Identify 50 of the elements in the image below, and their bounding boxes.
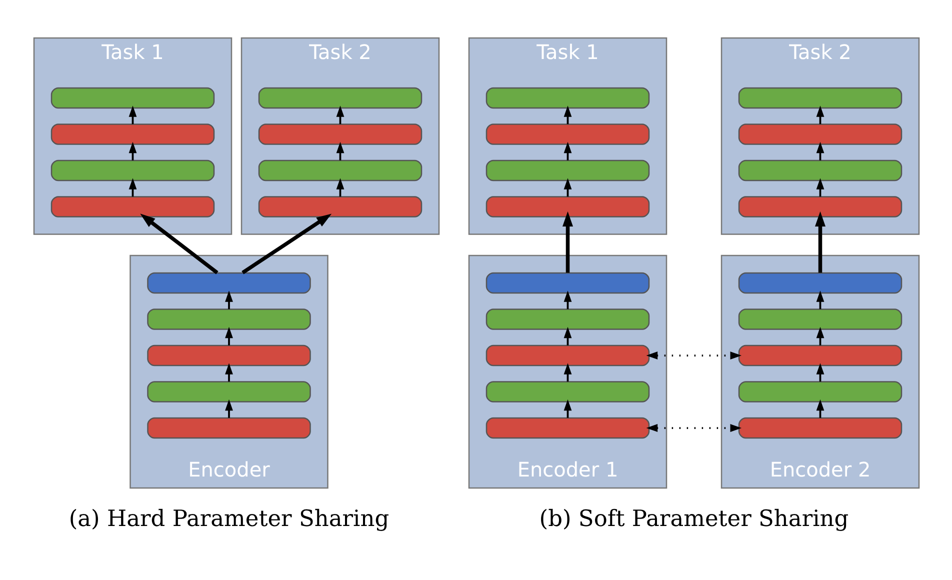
arrow — [224, 398, 232, 418]
arrow — [224, 362, 232, 382]
node-bar — [738, 196, 902, 217]
node-bar — [146, 308, 310, 330]
arrow — [646, 424, 742, 432]
cluster: Task 1 — [468, 36, 667, 234]
node-bar — [485, 308, 650, 330]
node-bar — [50, 159, 214, 181]
node-bar — [485, 159, 650, 181]
arrow — [646, 351, 742, 359]
cluster: Task 2 — [720, 36, 920, 234]
arrow — [224, 326, 232, 345]
node-bar — [738, 123, 902, 144]
node-bar — [738, 344, 902, 366]
arrow — [140, 213, 218, 274]
node-bar — [738, 86, 902, 108]
node-bar — [258, 123, 422, 144]
node-bar — [50, 196, 214, 217]
node-bar — [738, 159, 902, 181]
node-bar — [485, 380, 650, 402]
arrow — [241, 213, 332, 274]
arrow — [224, 290, 232, 309]
label: (a) Hard Parameter Sharing — [68, 506, 389, 532]
node-bar — [146, 416, 310, 438]
node-bar — [258, 159, 422, 181]
node-bar — [485, 196, 650, 217]
cluster: Task 1 — [32, 36, 232, 234]
node-bar — [146, 344, 310, 366]
node-bar — [485, 416, 650, 438]
node-bar — [485, 344, 650, 366]
node-bar — [485, 272, 650, 294]
arrow — [562, 210, 573, 272]
arrow — [814, 210, 826, 272]
node-bar — [485, 123, 650, 144]
node-bar — [146, 380, 310, 402]
node-bar — [485, 86, 650, 108]
cluster: Encoder 1 — [468, 254, 667, 488]
node-bar — [738, 380, 902, 402]
cluster: Task 2 — [240, 36, 440, 234]
cluster: Encoder — [129, 254, 328, 488]
cluster: Encoder 2 — [720, 254, 920, 488]
node-bar — [738, 272, 902, 294]
label: (b) Soft Parameter Sharing — [538, 506, 848, 532]
node-bar — [50, 86, 214, 108]
node-bar — [258, 86, 422, 108]
node-bar — [258, 196, 422, 217]
node-bar — [738, 308, 902, 330]
node-bar — [50, 123, 214, 144]
node-bar — [146, 272, 310, 294]
node-bar — [738, 416, 902, 438]
